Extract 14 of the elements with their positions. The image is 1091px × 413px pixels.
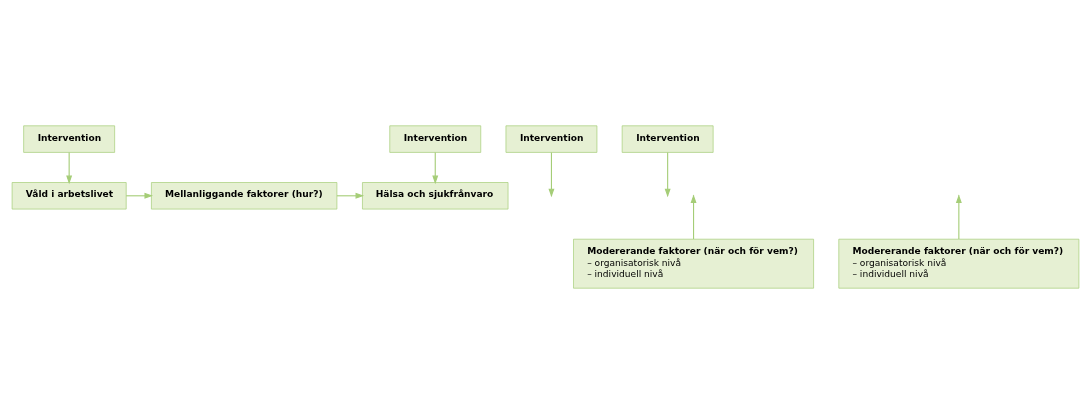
arrow xyxy=(432,151,439,184)
arrow xyxy=(66,151,73,184)
node-box: Hälsa och sjukfrånvaro xyxy=(362,181,509,209)
node-box: Våld i arbetslivet xyxy=(11,181,127,209)
arrow xyxy=(955,194,962,240)
node-box: Intervention xyxy=(389,124,482,153)
node-box: Intervention xyxy=(505,124,598,153)
node-box: Modererande faktorer (när och för vem?) – organisatorisk nivå – individuell nivå xyxy=(573,238,814,289)
node-box: Mellanliggande faktorer (hur?) xyxy=(151,181,338,209)
node-box: Modererande faktorer (när och för vem?) – organisatorisk nivå – individuell nivå xyxy=(838,238,1080,289)
node-box: Intervention xyxy=(621,124,714,153)
arrow xyxy=(336,192,365,199)
arrow xyxy=(125,192,153,199)
node-box: Intervention xyxy=(23,124,115,153)
